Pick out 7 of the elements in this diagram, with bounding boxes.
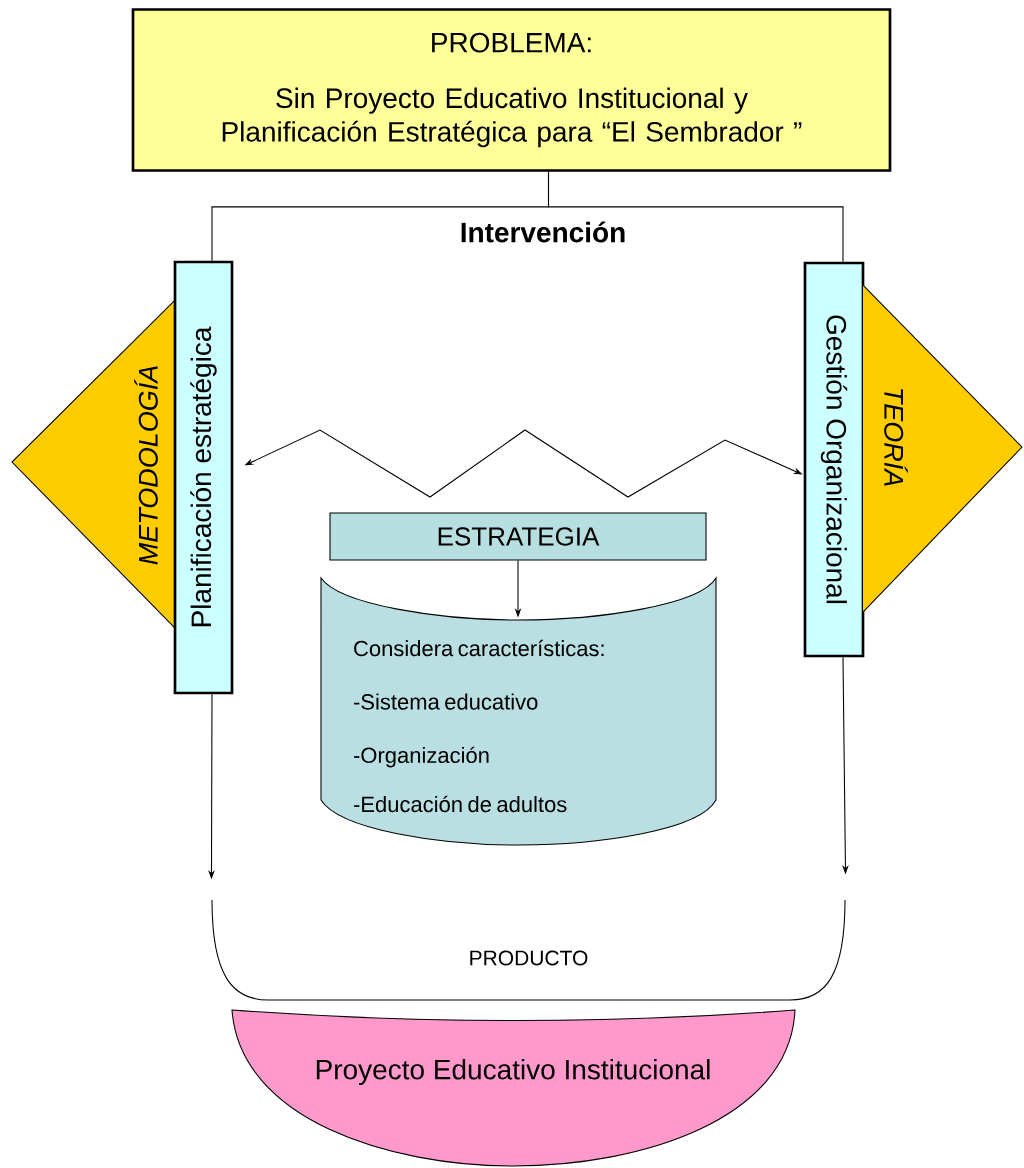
curved-box: Considera características: -Sistema educativo -Organización -Educación de adultos [320,577,717,846]
heading-label: Intervención [461,221,625,243]
vertical-box: Planificación estratégica [173,260,234,695]
problem-box: PROBLEMA: Sin Proyecto Educativo Institucional y Planificación Estratégica para “El Sembrador ” [131,8,892,172]
vertical-box: Gestión Organizacional [803,261,865,658]
strategy-box: ESTRATEGIA [329,512,707,561]
half-disc: Proyecto Educativo Institucional [231,1009,796,1167]
